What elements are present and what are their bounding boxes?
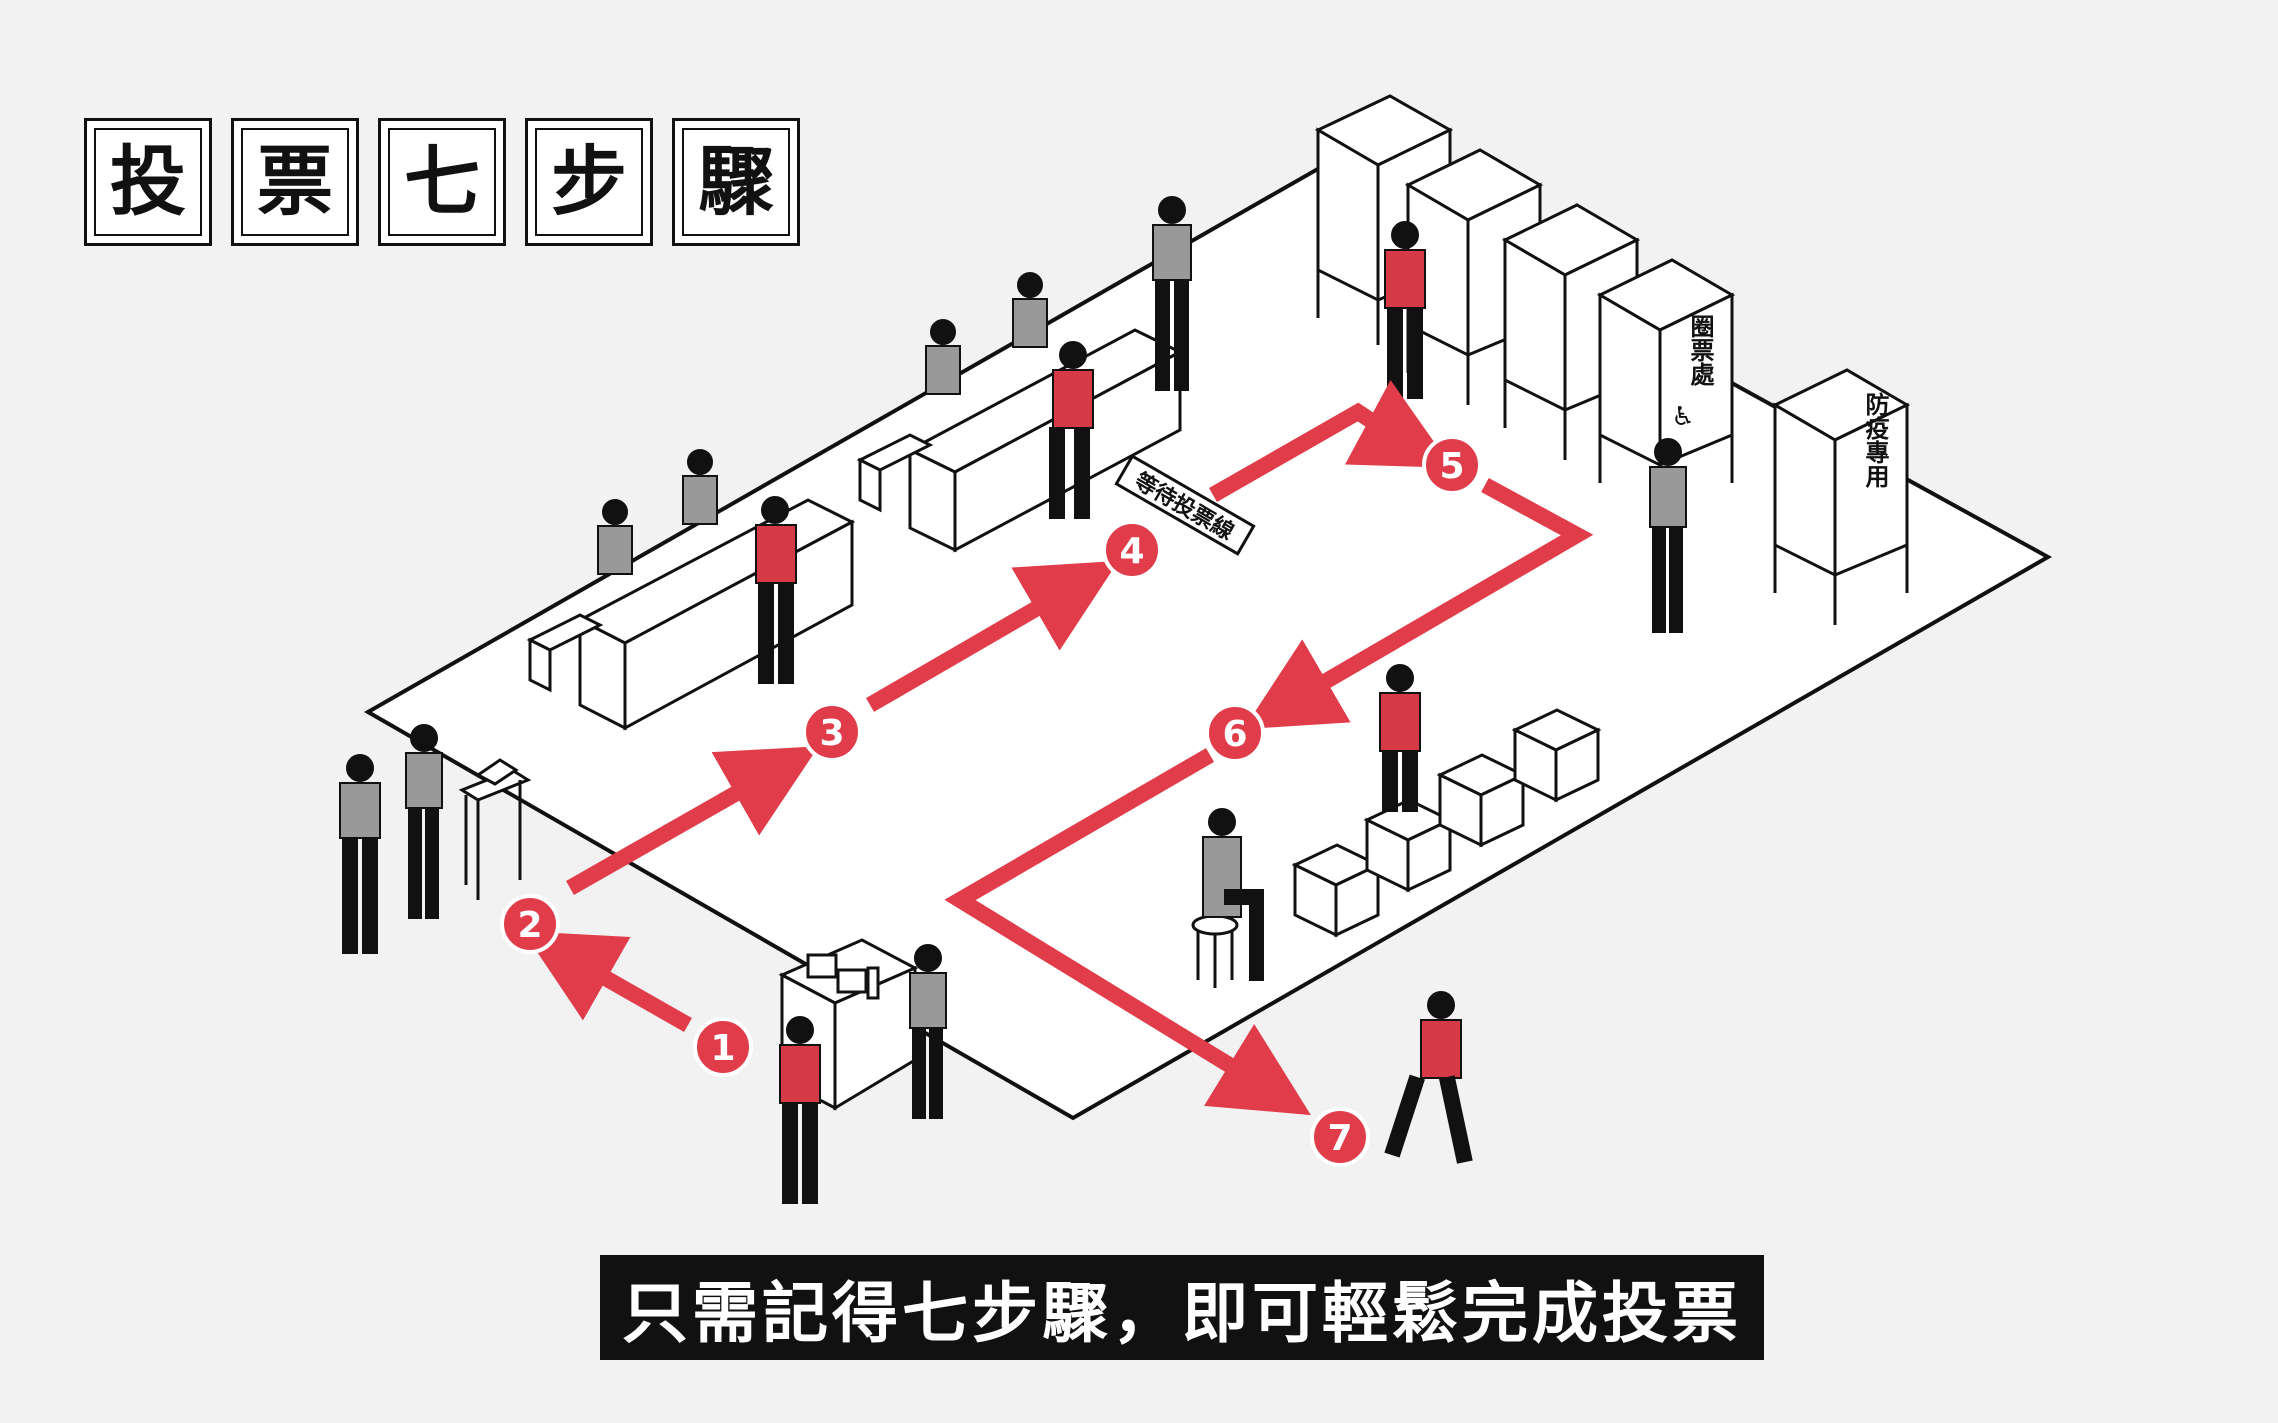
caption-banner: 只需記得七步驟，即可輕鬆完成投票 [600,1255,1764,1360]
voting-route [523,379,1594,1116]
step-3-badge: 3 [802,702,862,762]
person-staff [597,499,633,575]
person-staff [682,449,718,525]
person-voter [755,496,797,684]
booth-label: 圈票處 [1686,314,1714,387]
step-6-badge: 6 [1205,703,1265,763]
person-voter [779,1016,821,1204]
person-queue [339,754,381,954]
step-number: 1 [710,1028,735,1069]
person-voter [1384,991,1473,1164]
person-voter [1049,341,1094,519]
step-4-badge: 4 [1102,520,1162,580]
ballot-box [1291,843,1382,938]
step-badges: 1 2 3 4 5 6 7 [500,435,1482,1167]
registration-desk-back [856,328,1184,553]
voting-booths [1314,94,1911,625]
title-char: 投 [94,128,202,236]
step-number: 2 [517,905,542,946]
person-voter [1384,221,1426,399]
epidemic-booth-sign: 防疫專用 [1861,391,1889,489]
step-number: 6 [1222,714,1247,755]
entrance-podium [458,758,532,900]
title-char-box: 驟 [672,118,800,246]
epidemic-booth-label: 防疫專用 [1861,391,1889,489]
step-2-badge: 2 [500,894,560,954]
person-staff [1152,196,1192,391]
wheelchair-icon: ♿ [1671,402,1694,432]
title-char-box: 投 [84,118,212,246]
voting-booth-accessible [1596,258,1736,485]
person-staff [1649,438,1687,633]
title-char-box: 票 [231,118,359,246]
ballot-box [1363,798,1454,893]
page-title: 投 票 七 步 驟 [84,118,800,246]
person-staff [1012,272,1048,348]
person-staff [405,724,443,919]
person-voter [1379,664,1421,812]
ballot-box [1436,753,1527,848]
people [339,196,1687,1204]
person-staff [1202,808,1264,981]
step-number: 3 [819,713,844,754]
title-char: 七 [388,128,496,236]
step-1-badge: 1 [693,1017,753,1077]
person-staff [925,319,961,395]
step-number: 5 [1439,446,1464,487]
title-char: 票 [241,128,349,236]
booth-label-sign: 圈票處 ♿ [1671,314,1714,432]
title-char-box: 七 [378,118,506,246]
step-5-badge: 5 [1422,435,1482,495]
person-staff [909,944,947,1119]
ballot-box [1511,708,1602,803]
step-number: 7 [1327,1118,1352,1159]
voting-booth-epidemic [1771,368,1911,625]
title-char: 驟 [682,128,790,236]
ballot-boxes [1291,708,1602,938]
title-char-box: 步 [525,118,653,246]
step-7-badge: 7 [1310,1107,1370,1167]
title-char: 步 [535,128,643,236]
step-number: 4 [1119,531,1144,572]
